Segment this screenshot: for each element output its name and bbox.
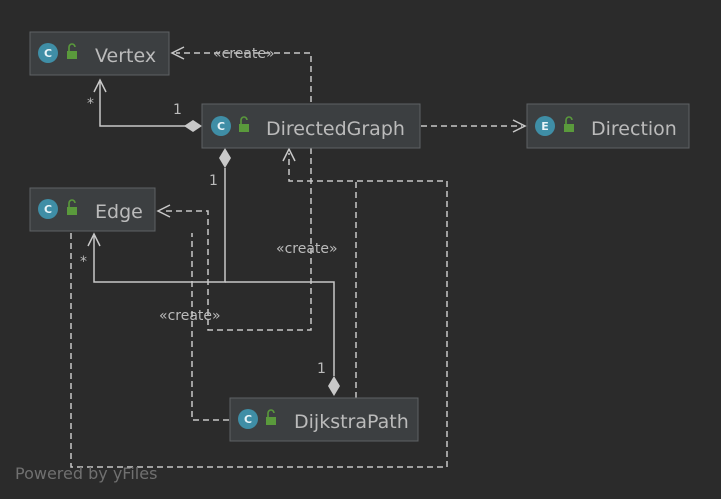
multiplicity-one: 1 <box>317 361 326 377</box>
svg-text:C: C <box>244 413 252 426</box>
edge-directedgraph-composes-vertex: * 1 <box>87 78 202 132</box>
multiplicity-one: 1 <box>209 173 218 189</box>
enum-icon: E <box>535 116 555 136</box>
edge-dijkstrapath-uses-directedgraph <box>282 147 357 398</box>
class-node-dijkstrapath[interactable]: C DijkstraPath <box>229 397 419 442</box>
arrowhead <box>512 119 527 133</box>
composition-diamond <box>219 148 231 168</box>
svg-text:C: C <box>44 47 52 60</box>
class-node-edge[interactable]: C Edge <box>29 187 156 232</box>
class-icon: C <box>238 409 258 429</box>
edge-directedgraph-uses-direction <box>421 119 527 133</box>
composition-diamond <box>328 376 340 396</box>
arrowhead <box>87 232 101 247</box>
edge-label-create: «create» <box>213 46 275 62</box>
edge-line <box>162 148 312 331</box>
edge-line <box>93 168 226 283</box>
edge-line <box>288 153 357 398</box>
public-lock-icon <box>266 409 276 425</box>
arrowhead <box>93 78 107 93</box>
edge-label-create: «create» <box>276 241 338 257</box>
edge-directedgraph-composes-edge: 1 * <box>80 148 231 283</box>
edge-line <box>70 180 448 468</box>
multiplicity-one: 1 <box>173 102 182 118</box>
edge-line <box>99 82 186 127</box>
edge-line <box>191 233 229 421</box>
edge-dijkstrapath-composes-edge: 1 <box>225 281 340 396</box>
class-icon: C <box>38 199 58 219</box>
class-icon: C <box>211 116 231 136</box>
multiplicity-many: * <box>80 254 87 270</box>
edge-label-create: «create» <box>159 308 221 324</box>
public-lock-icon <box>67 199 77 215</box>
arrowhead <box>156 204 171 218</box>
public-lock-icon <box>564 116 574 132</box>
arrowhead <box>282 147 296 162</box>
yfiles-watermark: Powered by yFiles <box>15 464 158 483</box>
edge-edge-uses-directedgraph <box>70 180 448 468</box>
class-icon: C <box>38 43 58 63</box>
edge-dijkstrapath-uses-edge <box>191 233 229 421</box>
arrowhead <box>170 46 185 60</box>
svg-text:C: C <box>217 120 225 133</box>
node-box <box>229 397 419 442</box>
svg-text:E: E <box>541 120 549 133</box>
edge-directedgraph-creates-vertex: «create» <box>170 46 312 102</box>
class-name: Vertex <box>95 45 156 67</box>
public-lock-icon <box>67 43 77 59</box>
class-name: DirectedGraph <box>266 118 405 140</box>
edge-directedgraph-creates-edge: «create» «create» <box>156 148 338 331</box>
public-lock-icon <box>239 116 249 132</box>
edge-line <box>225 281 335 376</box>
enum-name: Direction <box>591 118 677 140</box>
node-box <box>201 103 421 149</box>
svg-text:C: C <box>44 203 52 216</box>
class-name: DijkstraPath <box>294 411 409 433</box>
class-node-vertex[interactable]: C Vertex <box>29 31 170 76</box>
composition-diamond <box>184 120 202 132</box>
class-node-directedgraph[interactable]: C DirectedGraph <box>201 103 421 149</box>
multiplicity-many: * <box>87 96 94 112</box>
class-name: Edge <box>95 201 143 223</box>
enum-node-direction[interactable]: E Direction <box>526 103 690 149</box>
